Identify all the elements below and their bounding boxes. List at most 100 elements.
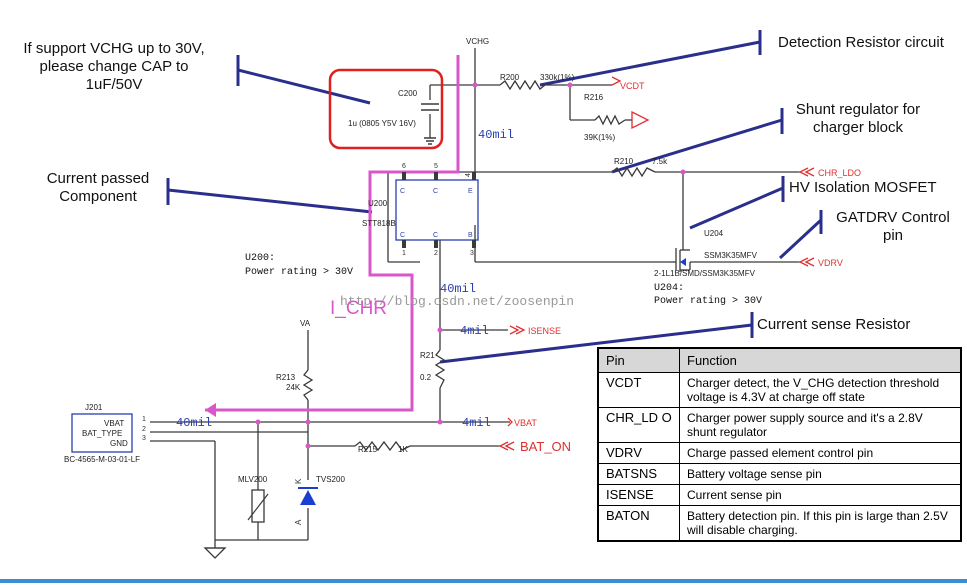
vchg-note-leader	[237, 68, 371, 105]
j201-pin-numbers: 1 2 3	[142, 416, 146, 442]
svg-text:C: C	[400, 188, 405, 195]
vchg-note: If support VCHG up to 30V, please change…	[0, 40, 228, 94]
u204-label: U204	[704, 229, 724, 238]
current-passed-leader	[167, 188, 373, 214]
svg-text:B: B	[468, 232, 473, 239]
power-notes: U200: Power rating > 30V U204: Power rat…	[245, 253, 762, 307]
function-cell: Battery voltage sense pin	[679, 463, 962, 485]
current-sense-leader	[439, 323, 753, 364]
svg-text:4: 4	[465, 173, 472, 177]
net-names: VCDT CHR_LDO VDRV ISENSE VBAT	[514, 81, 861, 428]
u204-package: 2-1L1B/SMD/SSM3K35MFV	[654, 269, 756, 278]
r213-label: R213	[276, 373, 296, 382]
r216-label: R216	[584, 93, 604, 102]
mlv200-label: MLV200	[238, 475, 268, 484]
table-row: ISENSE Current sense pin	[597, 484, 962, 506]
svg-text:2: 2	[142, 426, 146, 433]
c200-highlight	[328, 68, 444, 150]
isense-arrow-2	[515, 325, 526, 335]
gatdrv-line1: GATDRV Control	[836, 209, 950, 226]
schematic-labels: VCHG C200 1u (0805 Y5V 16V) R200 330k(1%…	[64, 37, 758, 484]
svg-text:K: K	[294, 478, 303, 484]
r215-label: R215	[358, 445, 378, 454]
svg-text:6: 6	[402, 163, 406, 170]
mlv200-body	[251, 489, 265, 523]
svg-text:1: 1	[142, 416, 146, 423]
shunt-regulator-note: Shunt regulator for charger block	[778, 101, 938, 137]
vdrv-arrow-2	[804, 257, 815, 267]
detection-leader	[539, 40, 761, 87]
svg-text:A: A	[294, 519, 303, 525]
table-row: CHR_LD O Charger power supply source and…	[597, 407, 962, 443]
vchg-note-line1: If support VCHG up to 30V,	[23, 40, 205, 57]
va-label: VA	[300, 319, 311, 328]
table-row: BATON Battery detection pin. If this pin…	[597, 505, 962, 542]
u204-part: SSM3K35MFV	[704, 251, 758, 260]
bat-on-net: BAT_ON	[520, 439, 571, 454]
current-path	[205, 55, 460, 417]
svg-text:E: E	[468, 188, 473, 195]
r21-label: R21	[420, 351, 435, 360]
shunt-line2: charger block	[812, 119, 904, 136]
r216-value: 39K(1%)	[584, 133, 615, 142]
r200-label: R200	[500, 73, 520, 82]
vchg-label: VCHG	[466, 37, 489, 46]
vcdt-arrow	[611, 76, 622, 86]
i-chr-label: I_CHR	[330, 298, 387, 319]
tvs200-pin-letters: K A	[294, 478, 303, 525]
hv-isolation-note: HV Isolation MOSFET	[789, 179, 937, 196]
svg-text:C: C	[433, 232, 438, 239]
vdrv-net: VDRV	[818, 258, 843, 268]
vdrv-arrow-1	[798, 257, 809, 267]
net-arrows	[498, 76, 815, 451]
j201-vbat: VBAT	[104, 419, 124, 428]
r210-value: 7.5k	[652, 157, 668, 166]
u204-arrow	[680, 258, 686, 266]
table-header-row: Pin Function	[597, 347, 962, 373]
c200-label: C200	[398, 89, 418, 98]
function-cell: Charger power supply source and it's a 2…	[679, 407, 962, 443]
vchg-note-line3: 1uF/50V	[85, 76, 143, 93]
chr-ldo-arrow-2	[804, 167, 815, 177]
table-row: VDRV Charge passed element control pin	[597, 442, 962, 464]
r215-value: 1K	[398, 445, 408, 454]
vcdt-net: VCDT	[620, 81, 645, 91]
svg-text:3: 3	[142, 435, 146, 442]
detection-resistor-note: Detection Resistor circuit	[778, 34, 944, 51]
shunt-leader	[611, 118, 783, 174]
j201-part: BC-4565-M-03-01-LF	[64, 455, 140, 464]
chr-ldo-arrow-1	[798, 167, 809, 177]
pin-cell: ISENSE	[597, 484, 680, 506]
r21-value: 0.2	[420, 373, 432, 382]
gatdrv-line2: pin	[882, 227, 904, 244]
chr-ldo-net: CHR_LDO	[818, 168, 861, 178]
watermark-url: http://blog.csdn.net/zoosenpin	[340, 294, 574, 309]
r213-zigzag	[302, 369, 314, 401]
tvs200-triangle	[300, 490, 316, 505]
u200-note-line1: U200:	[245, 253, 275, 264]
c200-value: 1u (0805 Y5V 16V)	[348, 119, 416, 128]
j201-gnd: GND	[110, 439, 128, 448]
r21-zigzag	[434, 349, 446, 389]
gatdrv-leader	[778, 218, 823, 260]
svg-text:1: 1	[402, 250, 406, 257]
r216-zigzag	[594, 114, 626, 126]
r200-zigzag	[499, 79, 546, 91]
trace-40mil-b: 40mil	[440, 282, 476, 296]
isense-net: ISENSE	[528, 326, 561, 336]
u204-mosfet	[670, 240, 691, 272]
vchg-note-line2: please change CAP to	[39, 58, 189, 75]
vbat-net: VBAT	[514, 418, 537, 428]
header-function: Function	[679, 347, 962, 373]
i-chr-arrow	[205, 403, 216, 417]
function-cell: Charger detect, the V_CHG detection thre…	[679, 372, 962, 408]
pin-cell: CHR_LD O	[597, 407, 680, 443]
current-passed-line2: Component	[59, 188, 137, 205]
junction-dots	[255, 82, 686, 449]
trace-labels: 40mil 40mil 4mil 40mil 4mil	[176, 128, 514, 430]
pin-function-table: Pin Function VCDT Charger detect, the V_…	[597, 347, 962, 542]
pin-cell: BATSNS	[597, 463, 680, 485]
trace-4mil-b: 4mil	[462, 416, 491, 430]
